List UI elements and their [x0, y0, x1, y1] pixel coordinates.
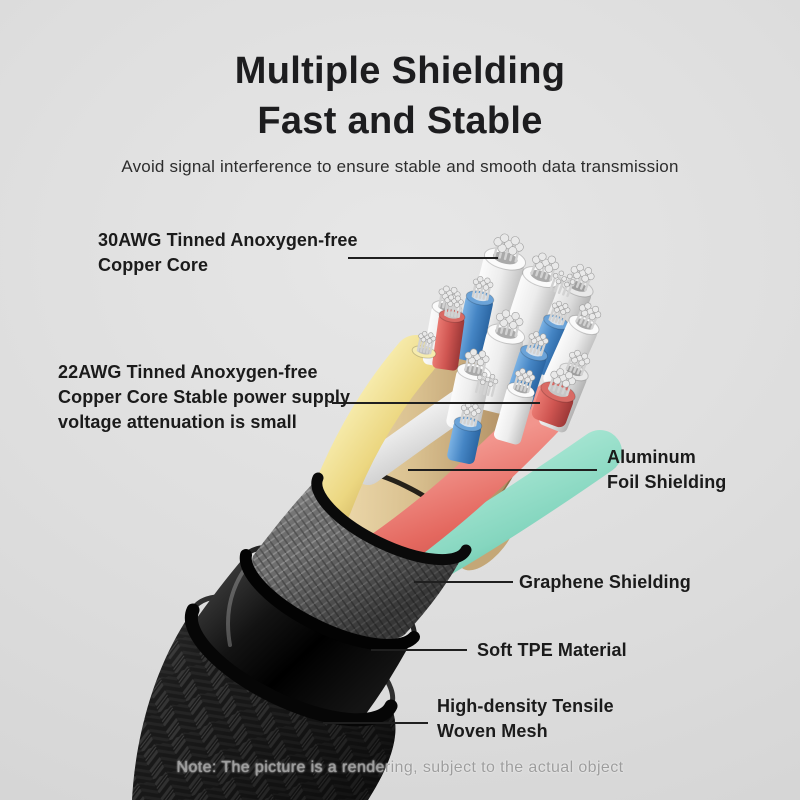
callout-woven-mesh: High-density Tensile Woven Mesh: [437, 694, 614, 744]
title-line-1: Multiple Shielding: [234, 50, 566, 92]
leader-lines: [323, 257, 597, 724]
callout-tpe: Soft TPE Material: [477, 638, 627, 663]
page-title: Multiple Shielding Fast and Stable: [0, 46, 800, 146]
wire-bare: [474, 372, 499, 397]
wire-blue: [454, 276, 495, 363]
mesh-layer: [132, 603, 398, 800]
callout-mesh-line2: Woven Mesh: [437, 721, 548, 741]
callout-foil-line1: Aluminum: [607, 447, 696, 467]
graphene-layer: [252, 472, 472, 641]
title-line-2: Fast and Stable: [257, 100, 543, 142]
callout-graphene: Graphene Shielding: [519, 570, 691, 595]
callout-tpe-line1: Soft TPE Material: [477, 640, 627, 660]
wire-red: [432, 294, 466, 371]
wire-bare: [549, 270, 576, 298]
callout-22awg-line2: Copper Core Stable power supply: [58, 387, 351, 407]
disclaimer-note: Note: The picture is a rendering, subjec…: [176, 759, 624, 776]
yellow-wire: [308, 335, 438, 527]
wire-yellowtip: [411, 331, 437, 359]
callout-30awg-line1: 30AWG Tinned Anoxygen-free: [98, 230, 358, 250]
wire-white: [498, 252, 560, 364]
wire-white: [493, 368, 536, 445]
wire-bundle: [411, 233, 602, 465]
callout-aluminum-foil: Aluminum Foil Shielding: [607, 445, 726, 495]
page-subtitle: Avoid signal interference to ensure stab…: [121, 157, 679, 176]
callout-22awg-line1: 22AWG Tinned Anoxygen-free: [58, 362, 318, 382]
callout-mesh-line1: High-density Tensile: [437, 696, 614, 716]
callout-30awg-core: 30AWG Tinned Anoxygen-free Copper Core: [98, 228, 358, 278]
callout-22awg-line3: voltage attenuation is small: [58, 412, 297, 432]
wire-red: [531, 368, 576, 428]
callout-30awg-line2: Copper Core: [98, 255, 209, 275]
callout-22awg-core: 22AWG Tinned Anoxygen-free Copper Core S…: [58, 360, 350, 435]
callout-graphene-line1: Graphene Shielding: [519, 572, 691, 592]
callout-foil-line2: Foil Shielding: [607, 472, 727, 492]
